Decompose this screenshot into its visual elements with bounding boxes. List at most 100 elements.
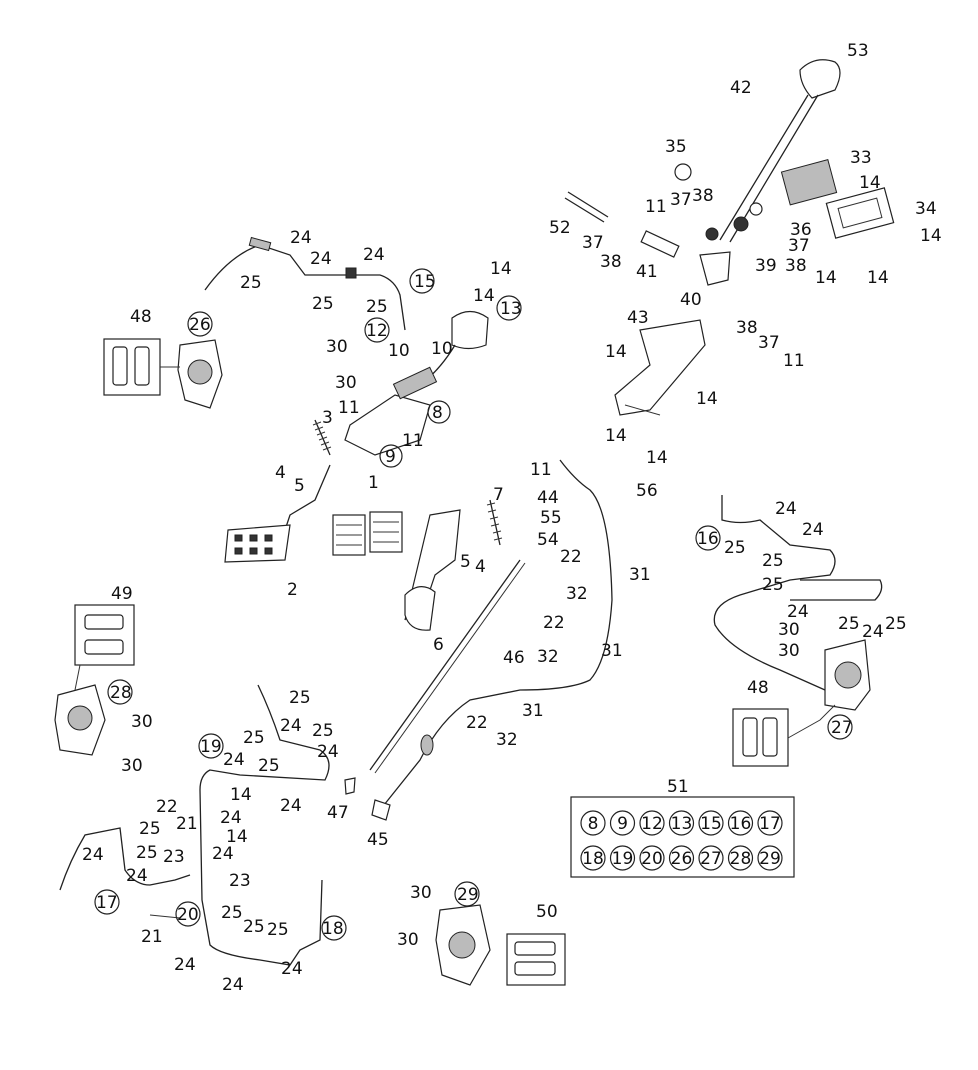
callout-32c: 32 [496,730,518,750]
shift-plate [825,187,895,239]
callout-30e: 30 [131,712,153,732]
callout-52: 52 [549,218,571,238]
brake-lines-lower [59,684,330,966]
callout-16: 16 [697,529,719,549]
callout-21b: 21 [141,927,163,947]
callout-33: 33 [850,148,872,168]
callout-30a: 30 [326,337,348,357]
callout-25p: 25 [243,917,265,937]
callout-7: 7 [493,485,504,505]
callout-24g: 24 [862,622,884,642]
cables [344,459,613,821]
callout-14j: 14 [473,286,495,306]
kit-circle [580,845,606,871]
callout-25j: 25 [312,721,334,741]
shift-bracket-40 [699,251,731,286]
kit-circle [727,845,754,871]
callout-38a: 38 [692,186,714,206]
callout-13: 13 [500,299,522,319]
pivot-bolt [567,191,609,218]
callout-20: 20 [177,905,199,925]
caliper-27 [732,639,871,767]
callout-14h: 14 [646,448,668,468]
callout-24d: 24 [775,499,797,519]
reservoir-13 [451,310,489,350]
callout-55: 55 [540,508,562,528]
callout-47: 47 [327,803,349,823]
kit-item-label: 20 [641,849,663,869]
callout-11b: 11 [783,351,805,371]
callout-14l: 14 [226,827,248,847]
callout-9: 9 [385,447,396,467]
callout-24n: 24 [212,844,234,864]
callout-25f: 25 [762,575,784,595]
kit-circle [609,845,636,871]
callout-22d: 22 [156,797,178,817]
callout-31b: 31 [601,641,623,661]
master-cylinder-group [224,310,503,631]
callout-41: 41 [636,262,658,282]
brake-line-16 [713,495,883,691]
callout-56: 56 [636,481,658,501]
callout-54: 54 [537,530,559,550]
kit-item-label: 15 [700,814,722,834]
callout-24r: 24 [222,975,244,995]
callout-10a: 10 [388,341,410,361]
callout-25h: 25 [885,614,907,634]
caliper-29 [435,904,566,986]
throttle-cable-46 [369,559,521,771]
callout-30b: 30 [335,373,357,393]
callout-53: 53 [847,41,869,61]
bushing-37 [705,227,719,241]
callout-17: 17 [96,893,118,913]
callout-50: 50 [536,902,558,922]
kit-circle [757,810,783,836]
callout-14e: 14 [605,342,627,362]
callout-44: 44 [537,488,559,508]
mount-bracket-43 [614,319,706,416]
caliper-26 [103,338,223,409]
callout-24k: 24 [280,796,302,816]
callout-48b: 48 [747,678,769,698]
callout-49: 49 [111,584,133,604]
callout-45: 45 [367,830,389,850]
callout-25a: 25 [240,273,262,293]
kit-circle [580,810,606,836]
callout-14c: 14 [815,268,837,288]
callout-14b: 14 [920,226,942,246]
callout-8: 8 [432,403,443,423]
callout-25l: 25 [258,756,280,776]
kit-circle [639,810,665,836]
callout-25o: 25 [221,903,243,923]
callout-4a: 4 [275,463,286,483]
kit-item-label: 29 [759,849,781,869]
callout-24l: 24 [220,808,242,828]
callout-14k: 14 [230,785,252,805]
callout-14a: 14 [859,173,881,193]
kit-item-label: 13 [671,814,693,834]
kit-item-label: 27 [700,849,722,869]
callout-37a: 37 [670,190,692,210]
callout-31c: 31 [522,701,544,721]
callout-25k: 25 [243,728,265,748]
kit-item-label: 28 [730,849,752,869]
circle-markers [94,268,853,941]
kit-circle [639,845,665,871]
callout-38c: 38 [785,256,807,276]
kit-item-label: 19 [612,849,634,869]
callout-39: 39 [755,256,777,276]
callout-23a: 23 [163,847,185,867]
callout-48a: 48 [130,307,152,327]
callout-25q: 25 [267,920,289,940]
accelerator-pad [404,586,436,631]
callout-21a: 21 [176,814,198,834]
callout-15: 15 [414,272,436,292]
kit-item-label: 26 [671,849,693,869]
callout-12: 12 [366,321,388,341]
kit-circle [609,810,636,836]
callout-26: 26 [189,315,211,335]
shift-boot [780,159,838,206]
spring-7 [489,499,501,546]
